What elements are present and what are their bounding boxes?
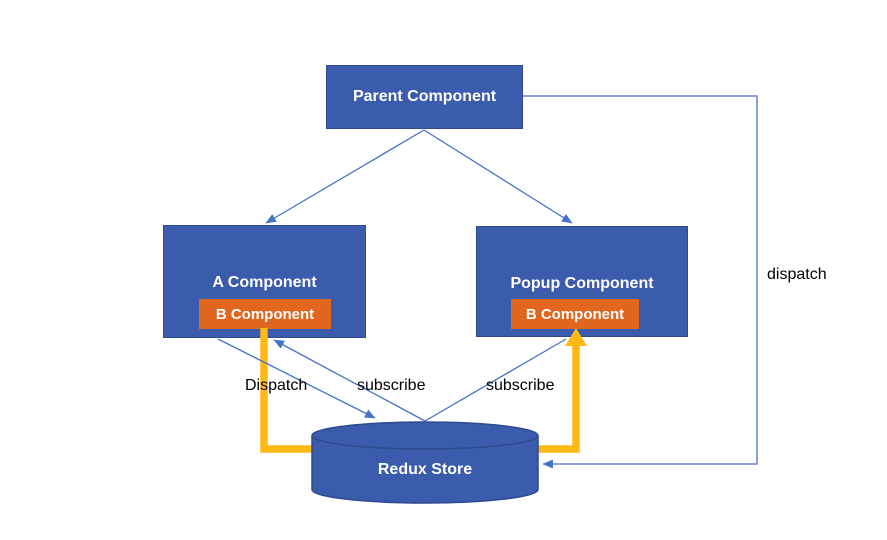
b-component-in-popup-label: B Component [525,305,625,323]
popup-component-node: Popup Component B Component [476,226,688,337]
dispatch-edge-label: Dispatch [245,377,308,394]
subscribe-left-edge-label: subscribe [357,377,426,394]
popup-component-label: Popup Component [510,275,654,292]
redux-store-label: Redux Store [377,461,473,478]
dispatch-right-edge-label: dispatch [767,266,827,283]
subscribe-right-edge-label: subscribe [486,377,555,394]
b-component-in-a-label: B Component [215,305,315,323]
parent-component-node: Parent Component [326,65,523,129]
cylinder-top [311,421,539,450]
parent-component-label: Parent Component [352,88,497,105]
a-component-label: A Component [212,274,317,291]
a-component-node: A Component B Component [163,225,366,338]
b-component-node-in-popup: B Component [511,299,639,329]
b-component-node-in-a: B Component [199,299,331,329]
edge-parent-to-popup [423,129,573,224]
edge-parent-to-a [265,129,425,224]
